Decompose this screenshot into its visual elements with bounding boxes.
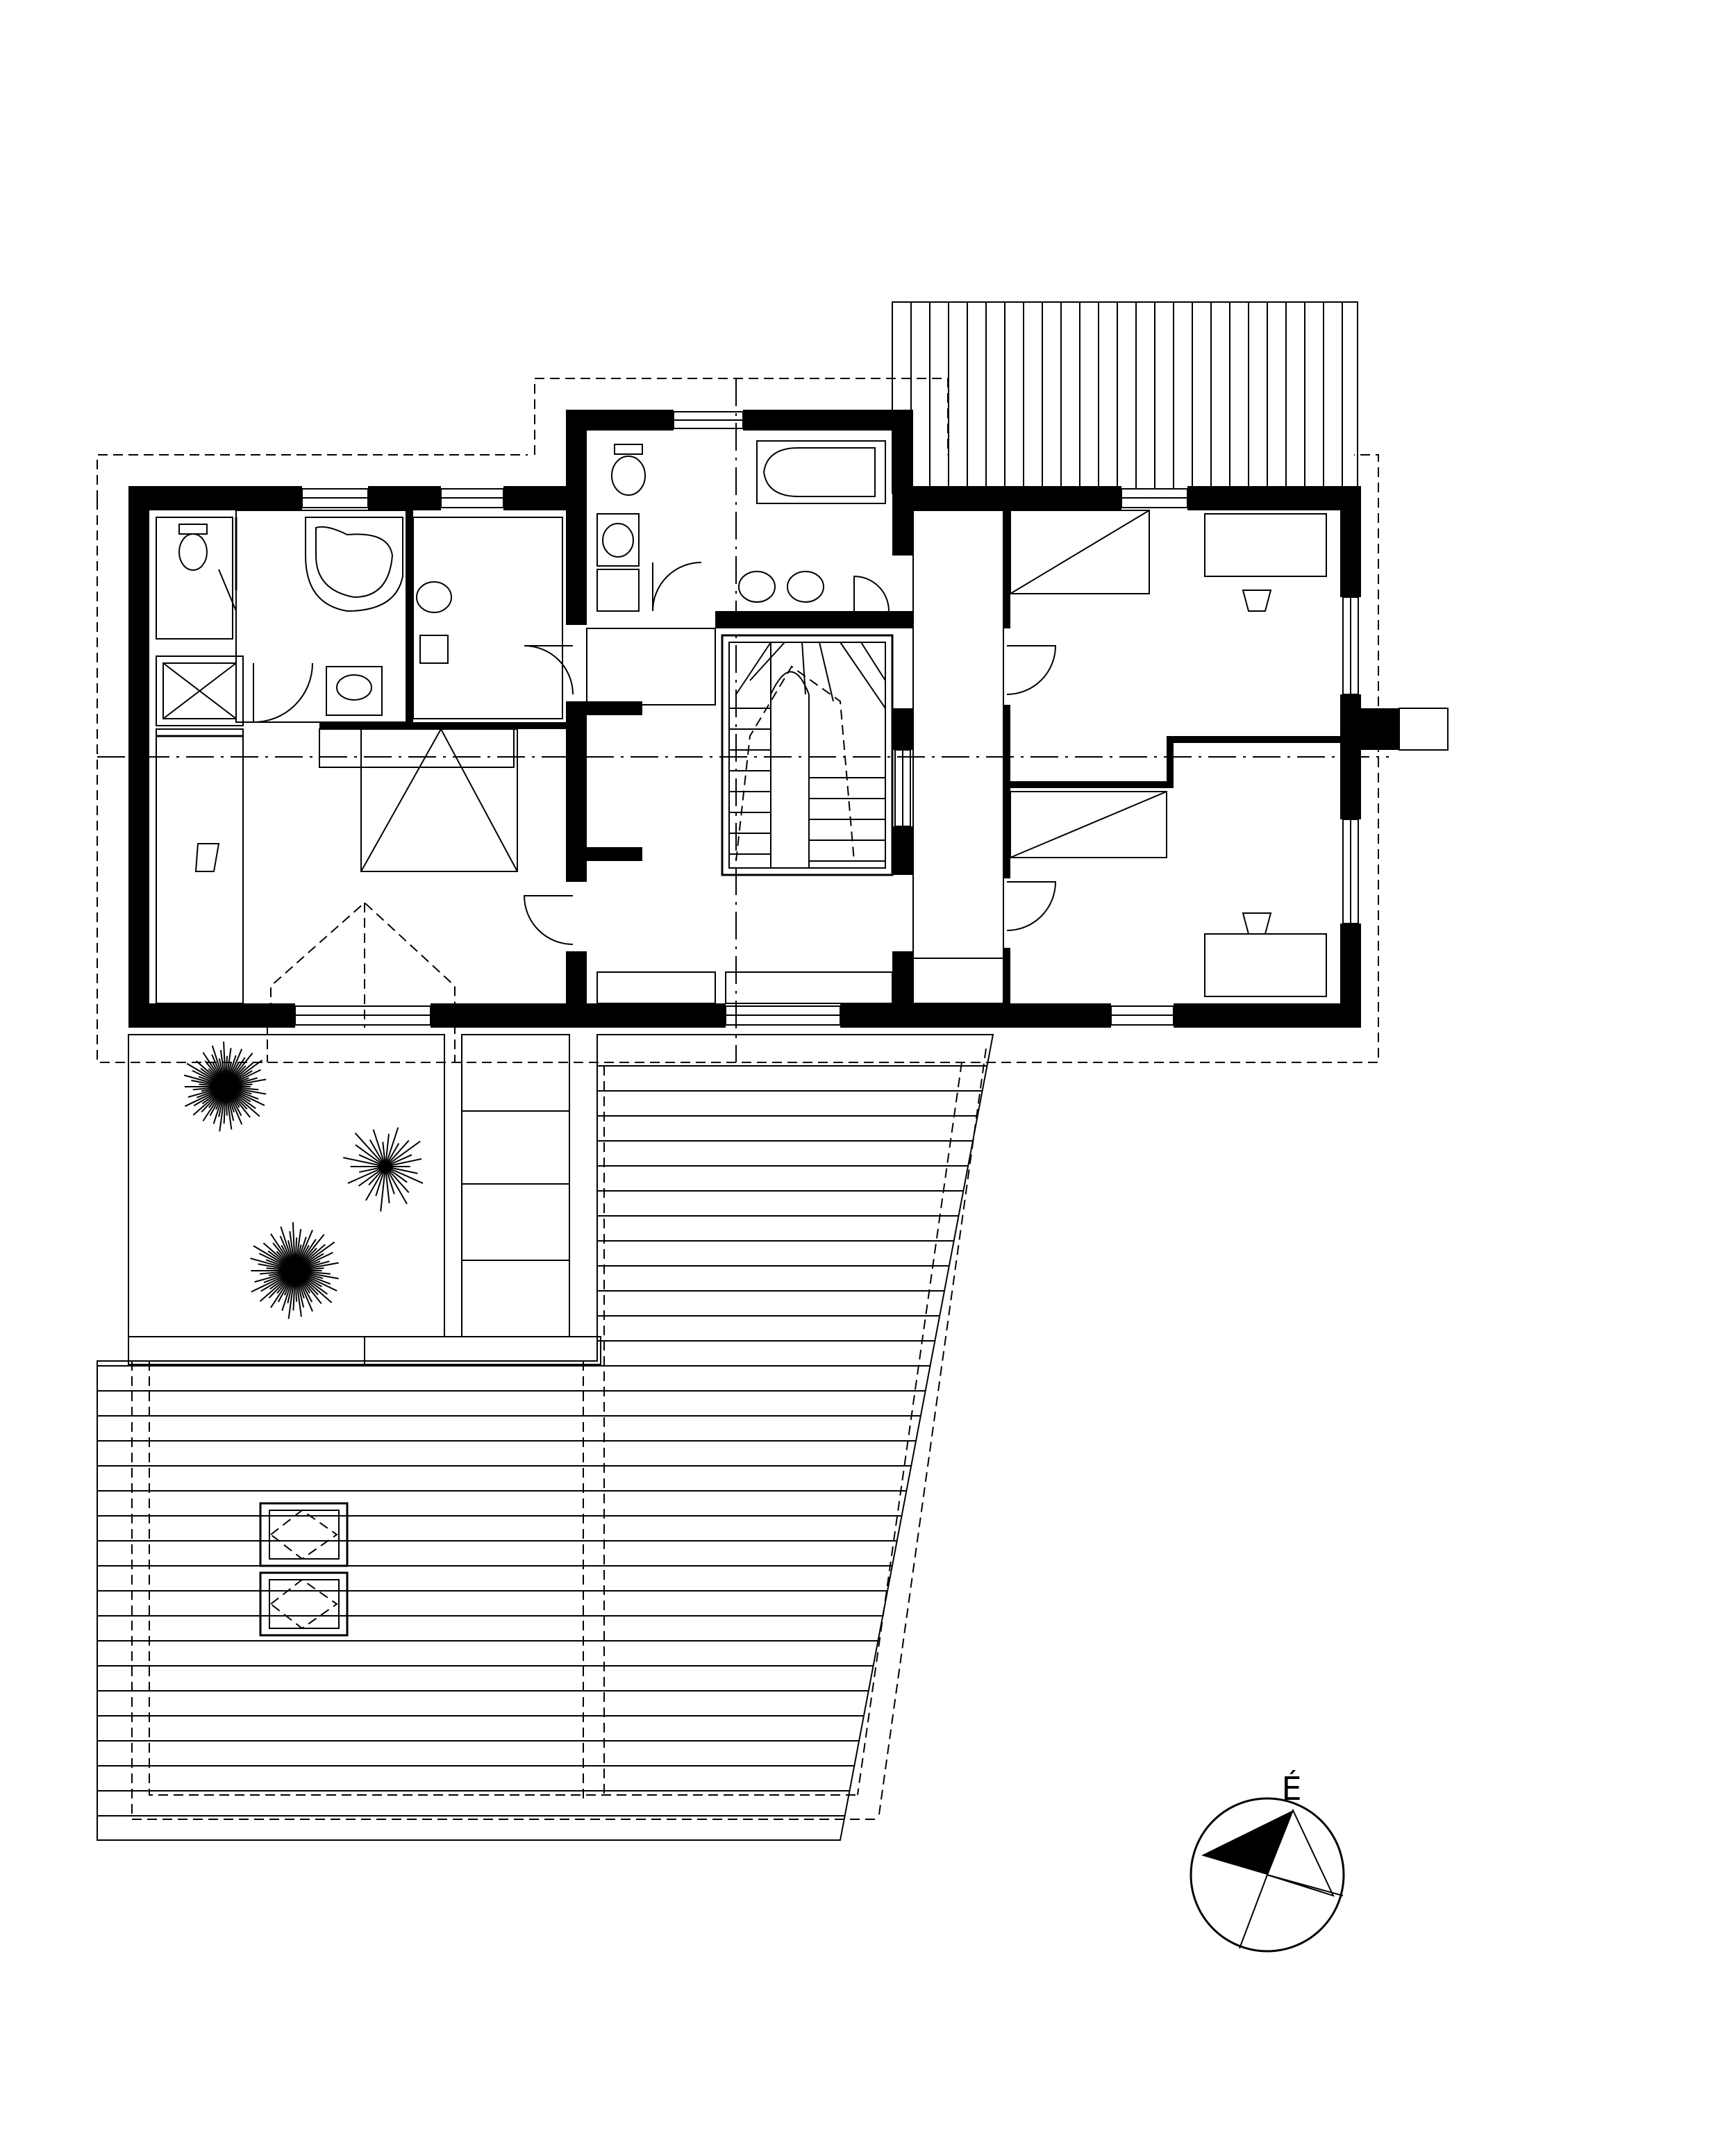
chimney (1360, 708, 1449, 751)
deck-planks (97, 1065, 987, 1817)
north-arrow (1190, 1797, 1345, 1953)
windows (294, 411, 1359, 1026)
north-label: É (1281, 1770, 1301, 1807)
axis-lines (97, 378, 1389, 1062)
garden-terrace (128, 1034, 601, 1365)
plant-symbol (183, 1042, 267, 1132)
bath-fixtures (178, 440, 886, 716)
interior-lines (156, 510, 1327, 1028)
plant-symbol (343, 1127, 424, 1212)
north-balcony (892, 301, 1358, 494)
plant-symbol (250, 1222, 339, 1319)
main-deck (97, 1034, 994, 1841)
balcony-planks (910, 302, 1343, 493)
staircase (721, 634, 894, 876)
plants (183, 1042, 424, 1319)
doors (218, 562, 1057, 945)
roof-skylights (259, 1502, 349, 1637)
roof-outline (97, 378, 1379, 1820)
